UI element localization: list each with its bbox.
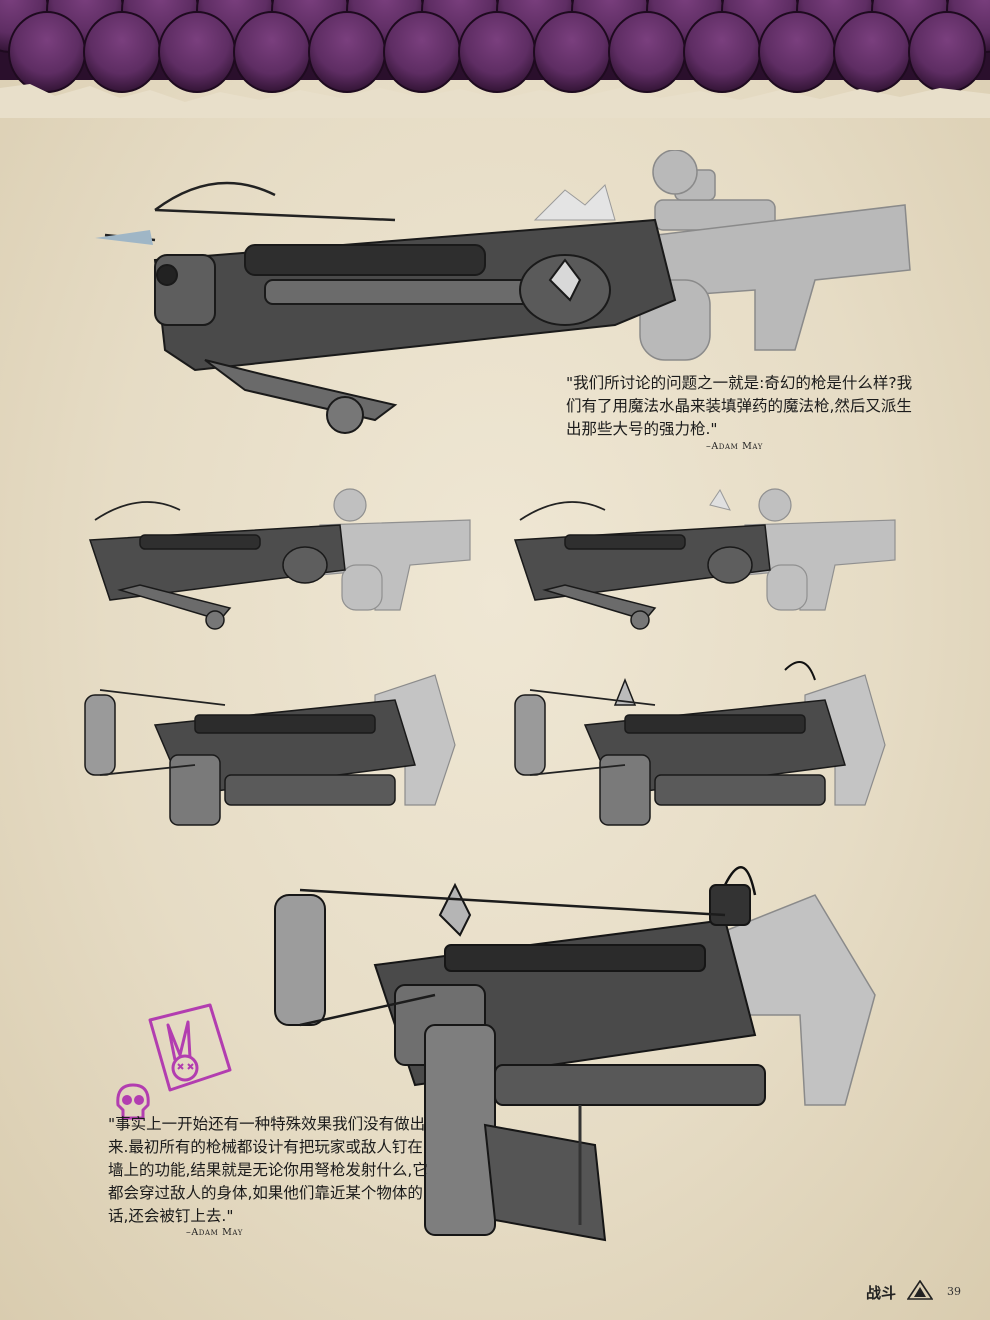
bunny-sticker-icon (148, 1003, 232, 1092)
crystal-crossbow-gun-large (95, 150, 911, 434)
section-label: 战斗 (866, 1284, 897, 1302)
quote-text: "我们所讨论的问题之一就是:奇幻的枪是什么样?我们有了用魔法水晶来装填弹药的魔法… (566, 374, 913, 438)
quote-author: –Adam May (186, 1227, 243, 1238)
quote-author: –Adam May (706, 441, 763, 452)
quote-text: "事实上一开始还有一种特殊效果我们没有做出来.最初所有的枪械都设计有把玩家或敌人… (108, 1115, 428, 1225)
crystal-crossbow-gun-variant-b (513, 488, 896, 630)
compact-crossbow-variant-a (84, 674, 456, 826)
triangle-emblem-icon (907, 1280, 933, 1300)
page-number: 39 (947, 1285, 961, 1298)
compact-crossbow-large (274, 866, 876, 1242)
dragon-scale-border (0, 0, 990, 118)
crystal-crossbow-gun-variant-a (88, 488, 471, 630)
designer-quote-1: "我们所讨论的问题之一就是:奇幻的枪是什么样?我们有了用魔法水晶来装填弹药的魔法… (566, 372, 926, 441)
designer-quote-2: "事实上一开始还有一种特殊效果我们没有做出来.最初所有的枪械都设计有把玩家或敌人… (108, 1113, 428, 1228)
skull-sticker-icon (116, 1083, 150, 1120)
compact-crossbow-variant-b (514, 661, 886, 826)
